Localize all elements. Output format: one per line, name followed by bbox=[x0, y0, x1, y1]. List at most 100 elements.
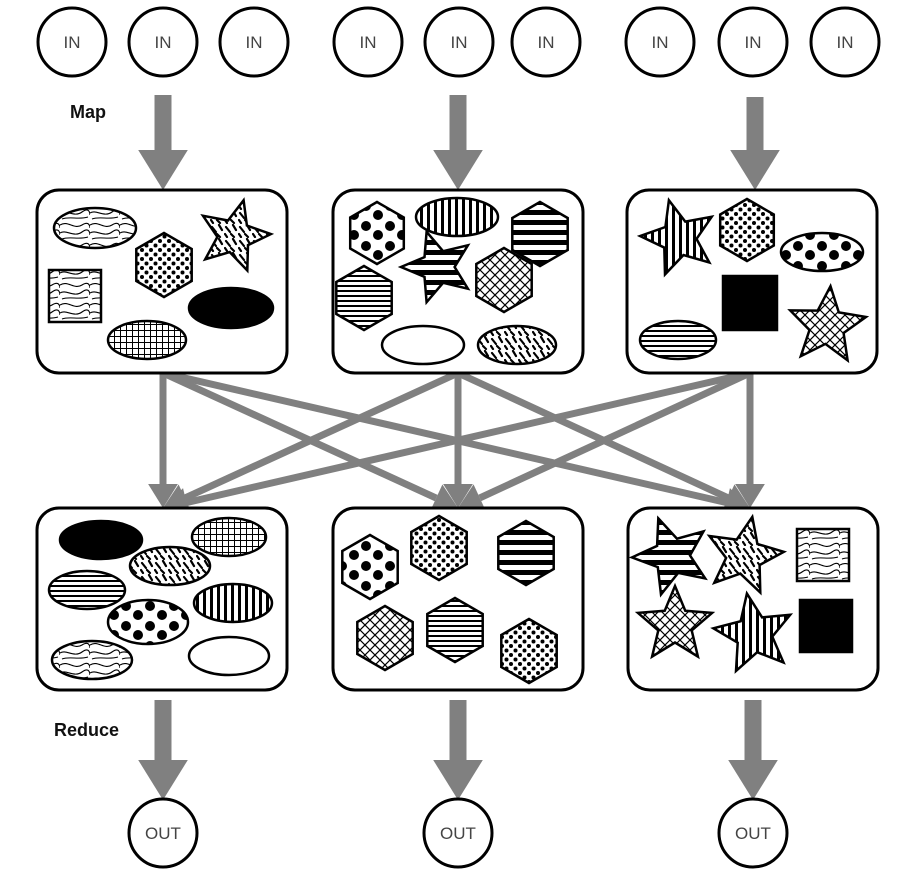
hexagon-hstripes-shape bbox=[426, 596, 484, 664]
arrows-layer bbox=[138, 95, 780, 800]
ellipse-solid-shape bbox=[187, 286, 275, 330]
reduce-box-3 bbox=[626, 506, 880, 692]
ellipse-empty-shape bbox=[187, 635, 271, 677]
star-hstripes-thick-shape bbox=[397, 228, 471, 306]
input-node-circle bbox=[127, 6, 199, 78]
output-node-label: OUT bbox=[440, 824, 476, 843]
shuffle-arrow-9 bbox=[735, 373, 765, 508]
input-node-label: IN bbox=[745, 33, 762, 52]
map-stage-label: Map bbox=[70, 102, 106, 122]
reduce-arrow-3 bbox=[728, 700, 778, 800]
output-node-circle bbox=[717, 797, 789, 869]
ellipse-bigdots-shape bbox=[106, 598, 190, 646]
hexagon-bigdots-shape bbox=[341, 533, 399, 601]
shuffle-arrow-1 bbox=[148, 373, 178, 508]
reduce-arrow-1 bbox=[138, 700, 188, 800]
star-hstripes-thick-shape bbox=[628, 515, 708, 598]
square-solid-shape bbox=[798, 598, 854, 654]
boxes-layer bbox=[35, 188, 880, 692]
hexagon-dots-shape bbox=[500, 617, 558, 685]
input-node: IN bbox=[809, 6, 881, 78]
hexagon-dots-shape bbox=[718, 197, 776, 263]
map-box-1 bbox=[35, 188, 289, 375]
reduce-arrow-2 bbox=[433, 700, 483, 800]
square-solid-shape bbox=[721, 274, 779, 332]
hexagon-dots-shape bbox=[135, 231, 193, 299]
input-node-label: IN bbox=[837, 33, 854, 52]
ellipse-wood-shape bbox=[50, 639, 134, 681]
hexagon-hstripes-thick-shape bbox=[511, 200, 569, 268]
output-node-label: OUT bbox=[145, 824, 181, 843]
shuffle-arrow-8 bbox=[458, 369, 752, 512]
hexagon-crosshatch-shape bbox=[475, 246, 533, 314]
hexagon-dots-shape bbox=[410, 514, 468, 582]
map-arrow-3 bbox=[730, 97, 780, 190]
output-node-circle bbox=[422, 797, 494, 869]
input-node: IN bbox=[127, 6, 199, 78]
input-node-label: IN bbox=[360, 33, 377, 52]
output-node: OUT bbox=[127, 797, 199, 869]
shuffle-arrow-2 bbox=[161, 369, 458, 512]
star-dashes-shape bbox=[200, 197, 275, 274]
input-node: IN bbox=[36, 6, 108, 78]
input-node-circle bbox=[218, 6, 290, 78]
map-arrow-2 bbox=[433, 95, 483, 190]
input-node: IN bbox=[510, 6, 582, 78]
hexagon-hstripes-thick-shape bbox=[497, 519, 555, 587]
ellipse-hstripes-shape bbox=[47, 569, 127, 611]
reduce-stage-label: Reduce bbox=[54, 720, 119, 740]
input-node-label: IN bbox=[652, 33, 669, 52]
input-node: IN bbox=[423, 6, 495, 78]
map-arrow-1 bbox=[138, 95, 188, 190]
map-box-3 bbox=[625, 188, 879, 375]
input-node-circle bbox=[36, 6, 108, 78]
input-node-circle bbox=[717, 6, 789, 78]
ellipse-dashes-shape bbox=[128, 545, 212, 587]
square-wood-shape bbox=[47, 268, 103, 324]
hexagon-hstripes-shape bbox=[335, 264, 393, 332]
input-node-circle bbox=[423, 6, 495, 78]
input-node-circle bbox=[510, 6, 582, 78]
star-crosshatch-shape bbox=[634, 582, 716, 660]
ellipse-empty-shape bbox=[380, 324, 466, 366]
ellipse-hstripes-shape bbox=[638, 319, 718, 361]
input-node: IN bbox=[717, 6, 789, 78]
square-wood-shape bbox=[795, 527, 851, 583]
ellipse-bigdots-shape bbox=[779, 231, 865, 273]
star-vstripes-shape bbox=[636, 197, 715, 278]
output-node: OUT bbox=[422, 797, 494, 869]
shuffle-arrow-5 bbox=[443, 373, 473, 508]
map-box-2 bbox=[331, 188, 585, 375]
output-node-label: OUT bbox=[735, 824, 771, 843]
hexagon-bigdots-shape bbox=[348, 200, 406, 266]
input-node-circle bbox=[332, 6, 404, 78]
input-node-circle bbox=[809, 6, 881, 78]
input-node-label: IN bbox=[64, 33, 81, 52]
ellipse-dashes-shape bbox=[476, 324, 558, 366]
star-crosshatch-shape bbox=[787, 282, 870, 364]
output-node-circle bbox=[127, 797, 199, 869]
reduce-box-2 bbox=[331, 506, 585, 692]
ellipse-wood-shape bbox=[52, 206, 138, 250]
star-dashes-shape bbox=[706, 513, 788, 596]
hexagon-crosshatch-shape bbox=[356, 604, 414, 672]
ellipse-grid-shape bbox=[106, 319, 188, 361]
reduce-box-1 bbox=[35, 506, 289, 692]
ellipse-vstripes-shape bbox=[192, 582, 274, 624]
input-node: IN bbox=[332, 6, 404, 78]
input-node-circle bbox=[624, 6, 696, 78]
shuffle-arrow-6 bbox=[456, 369, 750, 512]
input-node-label: IN bbox=[451, 33, 468, 52]
input-node-label: IN bbox=[538, 33, 555, 52]
output-node: OUT bbox=[717, 797, 789, 869]
ellipse-solid-shape bbox=[58, 519, 144, 561]
ellipse-vstripes-shape bbox=[414, 196, 500, 238]
input-node: IN bbox=[218, 6, 290, 78]
nodes-layer: IN IN IN IN IN IN IN IN IN OUT OUT OUT bbox=[36, 6, 881, 869]
ellipse-grid-shape bbox=[190, 516, 268, 558]
input-node-label: IN bbox=[246, 33, 263, 52]
input-node: IN bbox=[624, 6, 696, 78]
star-vstripes-shape bbox=[710, 590, 794, 674]
input-node-label: IN bbox=[155, 33, 172, 52]
